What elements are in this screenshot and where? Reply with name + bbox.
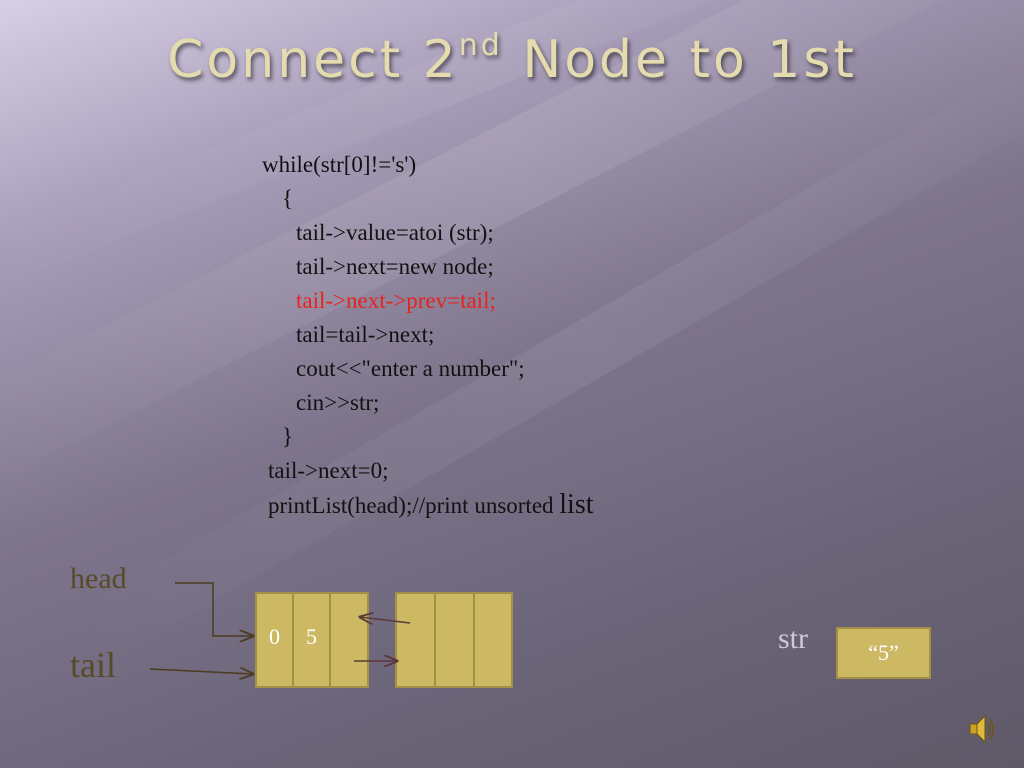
code-line: tail->next=0;: [268, 458, 389, 483]
slide-title: Connect 2nd Node to 1st: [0, 28, 1024, 90]
code-line: cin>>str;: [296, 390, 380, 415]
head-pointer-arrow: [175, 582, 253, 636]
title-main: Connect 2: [167, 30, 459, 90]
speaker-icon[interactable]: [968, 712, 996, 746]
tail-label: tail: [70, 645, 116, 685]
code-line: tail=tail->next;: [296, 322, 435, 347]
node1-value-cell: 5: [294, 594, 331, 686]
code-line: tail->next=new node;: [296, 254, 494, 279]
code-block: while(str[0]!='s') { tail->value=atoi (s…: [262, 148, 594, 523]
title-tail: Node to 1st: [502, 30, 857, 90]
code-line: printList(head);//print unsorted list: [268, 489, 594, 520]
prev-pointer-arrow: [360, 617, 411, 623]
list-node-2: [395, 592, 513, 688]
code-line: tail->value=atoi (str);: [296, 220, 494, 245]
list-node-1: 0 5: [255, 592, 369, 688]
str-label: str: [778, 622, 808, 655]
code-line: while(str[0]!='s'): [262, 152, 417, 177]
code-line-highlighted: tail->next->prev=tail;: [296, 288, 496, 313]
code-line: cout<<"enter a number";: [296, 356, 525, 381]
head-label: head: [70, 562, 127, 595]
code-word-list: list: [559, 489, 594, 520]
code-line: {: [282, 186, 294, 211]
node1-prev-cell: 0: [257, 594, 294, 686]
str-value-box: “5”: [836, 627, 931, 679]
node2-prev-cell: [397, 594, 436, 686]
node2-value-cell: [436, 594, 475, 686]
tail-pointer-arrow: [149, 669, 253, 674]
code-line: }: [282, 424, 294, 449]
title-superscript: nd: [458, 28, 503, 63]
